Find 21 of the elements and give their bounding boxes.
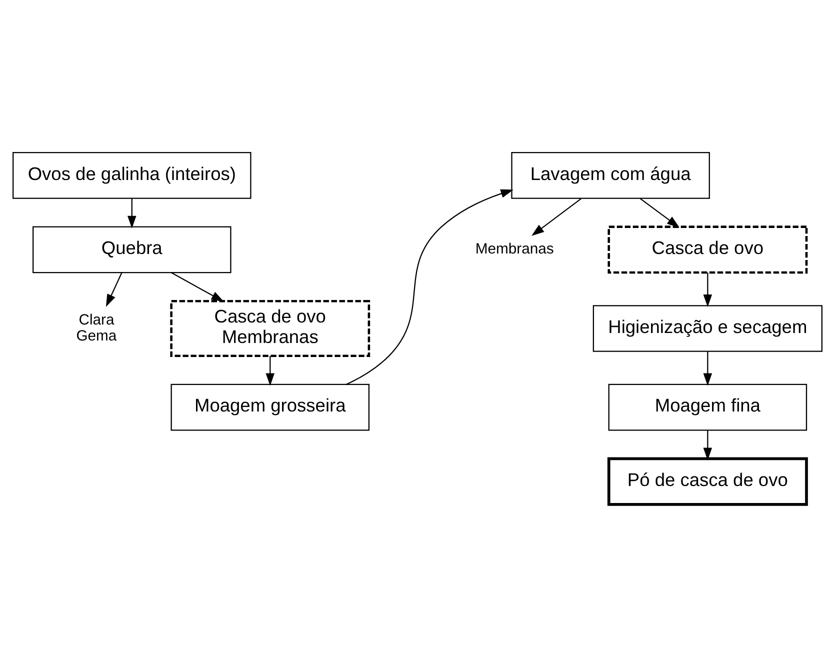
arrow	[106, 272, 122, 307]
node-box: Casca de ovo Membranas	[170, 300, 370, 358]
arrow	[703, 272, 712, 308]
arrow	[703, 351, 712, 386]
arrow	[532, 198, 582, 236]
node-box: Lavagem com água	[511, 152, 710, 199]
node-box: Higienização e secagem	[592, 305, 822, 352]
arrow	[128, 198, 136, 228]
arrow	[346, 189, 514, 385]
node-text: Membranas	[475, 242, 554, 258]
node-box: Moagem grosseira	[170, 384, 370, 431]
arrow	[170, 272, 224, 302]
node-text: Clara Gema	[76, 312, 117, 344]
node-box: Pó de casca de ovo	[607, 457, 808, 506]
arrow	[266, 356, 275, 386]
node-box: Moagem fina	[608, 384, 808, 431]
arrow	[640, 198, 680, 228]
node-box: Casca de ovo	[608, 226, 808, 274]
node-box: Quebra	[32, 226, 232, 274]
arrow	[703, 430, 712, 460]
node-box: Ovos de galinha (inteiros)	[12, 152, 252, 199]
